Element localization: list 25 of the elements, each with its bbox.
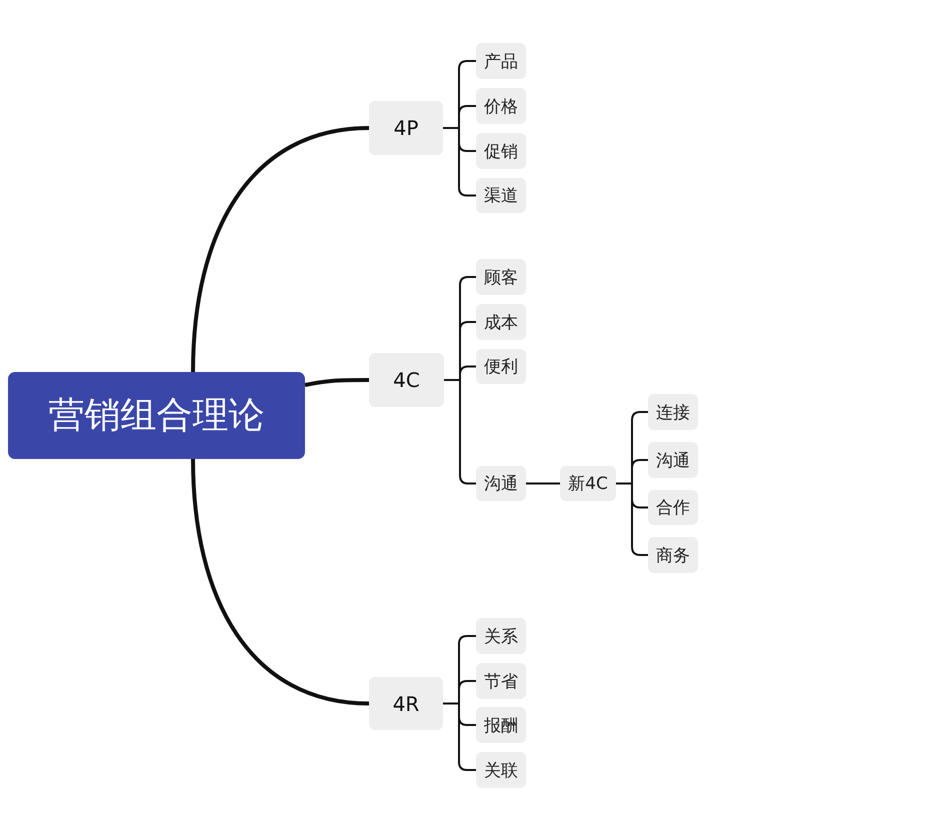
connector-line xyxy=(191,458,370,706)
subtopic-box: 价格 xyxy=(476,88,526,124)
subtopic-box: 连接 xyxy=(648,394,698,430)
topic-box: 4P xyxy=(369,101,443,155)
subtopic-box: 商务 xyxy=(648,537,698,573)
subtopic-box: 关联 xyxy=(476,752,526,788)
topic-box: 4C xyxy=(369,353,444,407)
subtopic-box: 成本 xyxy=(476,304,526,340)
subtopic-box: 新4C xyxy=(560,466,616,501)
subtopic-box: 促销 xyxy=(476,133,526,169)
subtopic-box: 沟通 xyxy=(476,466,526,501)
connector-line xyxy=(191,126,370,372)
subtopic-box: 报酬 xyxy=(476,707,526,743)
connector-line xyxy=(526,482,560,484)
central-topic-box: 营销组合理论 xyxy=(8,372,305,459)
subtopic-box: 渠道 xyxy=(476,178,526,213)
subtopic-box: 合作 xyxy=(648,490,698,525)
subtopic-box: 便利 xyxy=(476,349,526,384)
topic-box: 4R xyxy=(369,677,443,730)
subtopic-box: 顾客 xyxy=(476,259,526,295)
subtopic-box: 产品 xyxy=(476,43,526,79)
subtopic-box: 沟通 xyxy=(648,442,698,478)
subtopic-box: 关系 xyxy=(476,618,526,654)
subtopic-box: 节省 xyxy=(476,663,526,699)
connector-line xyxy=(304,378,369,387)
